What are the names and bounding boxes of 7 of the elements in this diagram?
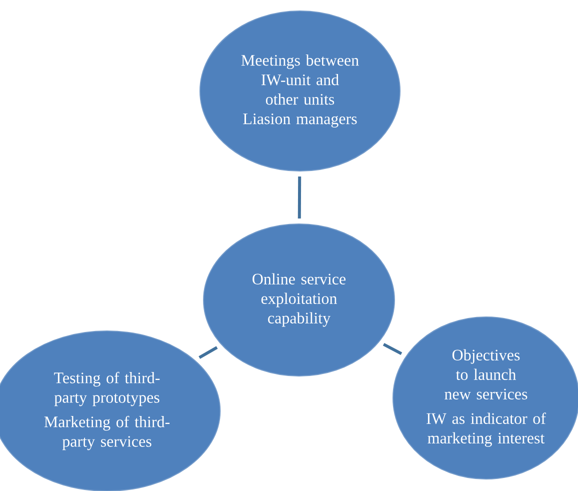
connector-line xyxy=(198,346,218,359)
ellipse-node: Meetings between IW-unit and other units Liasion managers xyxy=(200,10,400,172)
connector-line xyxy=(382,343,402,356)
connector-line xyxy=(298,176,302,219)
ellipse-node: Testing of third-party prototypes Marketing of third-party services xyxy=(0,330,221,491)
ellipse-node: Objectives to launch new services IW as indicator of marketing interest xyxy=(392,316,578,480)
ellipse-node: Online service exploitation capability xyxy=(203,224,395,376)
